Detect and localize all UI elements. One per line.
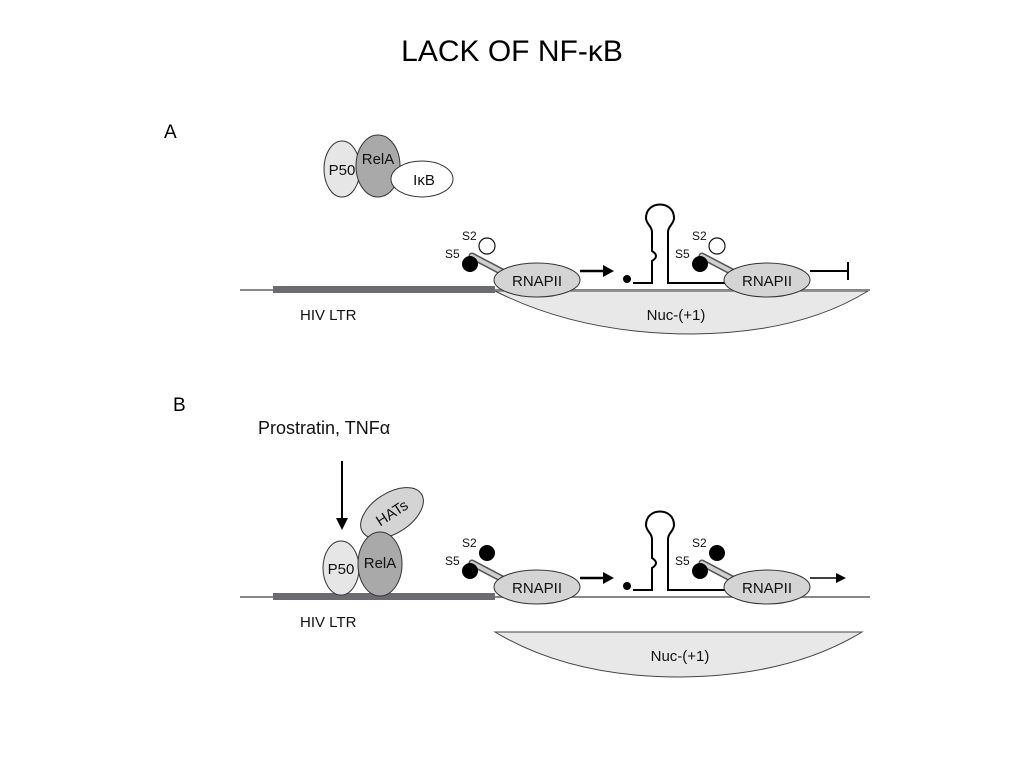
rna-5prime-cap <box>623 275 631 283</box>
s2-phospho-filled <box>479 545 495 561</box>
s2-phospho-open <box>708 237 726 255</box>
hiv-ltr-label: HIV LTR <box>300 307 357 324</box>
s5-label: S5 <box>675 554 690 568</box>
panel-b-label: B <box>173 395 186 416</box>
p50-label: P50 <box>328 561 355 578</box>
rnapii-promoter <box>493 262 581 298</box>
rnapii-elongating-label: RNAPII <box>742 580 792 597</box>
rnapii-paused-complex: S2 S5 RNAPII <box>675 229 811 298</box>
slide-title: LACK OF NF-κB <box>401 35 623 68</box>
tar-rna <box>623 203 729 284</box>
transcription-arrowhead <box>603 572 614 584</box>
rnapii-paused-label: RNAPII <box>742 273 792 290</box>
nucleosome-label: Nuc-(+1) <box>651 648 710 665</box>
elongation-arrowhead <box>836 573 846 583</box>
hiv-ltr-bar <box>273 286 495 293</box>
ikb-label: IκB <box>413 172 435 189</box>
tar-stem-loop <box>633 203 729 284</box>
tar-stem-loop <box>633 510 729 591</box>
treatment-label: Prostratin, TNFα <box>258 418 390 438</box>
s2-label: S2 <box>692 536 707 550</box>
ikb-protein <box>390 160 454 198</box>
transcription-arrowhead <box>603 265 614 277</box>
rnapii-promoter-complex: S2 S5 RNAPII <box>445 536 581 605</box>
hats-protein <box>360 487 424 539</box>
nucleosome-shape <box>493 631 864 678</box>
s5-phospho-filled <box>462 256 478 272</box>
rnapii-elongating <box>723 569 811 605</box>
s2-label: S2 <box>462 229 477 243</box>
rnapii-elongating-complex: S2 S5 RNAPII <box>675 536 811 605</box>
nucleosome-label: Nuc-(+1) <box>647 307 706 324</box>
s5-phospho-filled <box>692 256 708 272</box>
s2-label: S2 <box>692 229 707 243</box>
p50-label: P50 <box>329 162 356 179</box>
treatment-arrowhead <box>336 518 348 530</box>
tar-rna <box>623 510 729 591</box>
rnapii-promoter-label: RNAPII <box>512 580 562 597</box>
hiv-ltr-bar <box>273 593 495 600</box>
rnapii-promoter-complex: S2 S5 RNAPII <box>445 229 581 298</box>
nfkb-bound-complex: P50 RelA <box>322 531 403 597</box>
nucleosome-shape <box>494 290 870 335</box>
s2-phospho-open <box>478 237 496 255</box>
panel-a-label: A <box>164 122 177 143</box>
rnapii-paused <box>723 262 811 298</box>
rnapii-promoter-label: RNAPII <box>512 273 562 290</box>
rela-protein <box>357 531 403 597</box>
hats-complex: HATs <box>360 487 424 539</box>
rnapii-promoter <box>493 569 581 605</box>
panel-a: A P50 RelA IκB Nuc-(+1) HIV LTR S2 S5 RN… <box>164 122 870 335</box>
s5-phospho-filled <box>462 563 478 579</box>
hiv-ltr-label: HIV LTR <box>300 614 357 631</box>
nfkb-ikb-complex: P50 RelA IκB <box>323 134 454 198</box>
s2-label: S2 <box>462 536 477 550</box>
rela-label: RelA <box>364 555 397 572</box>
s5-label: S5 <box>445 554 460 568</box>
s5-label: S5 <box>675 247 690 261</box>
s5-label: S5 <box>445 247 460 261</box>
s2-phospho-filled <box>709 545 725 561</box>
s5-phospho-filled <box>692 563 708 579</box>
rela-label: RelA <box>362 151 395 168</box>
rna-5prime-cap <box>623 582 631 590</box>
panel-b: B Prostratin, TNFα HATs Nuc-(+1) HIV LTR… <box>173 395 870 678</box>
